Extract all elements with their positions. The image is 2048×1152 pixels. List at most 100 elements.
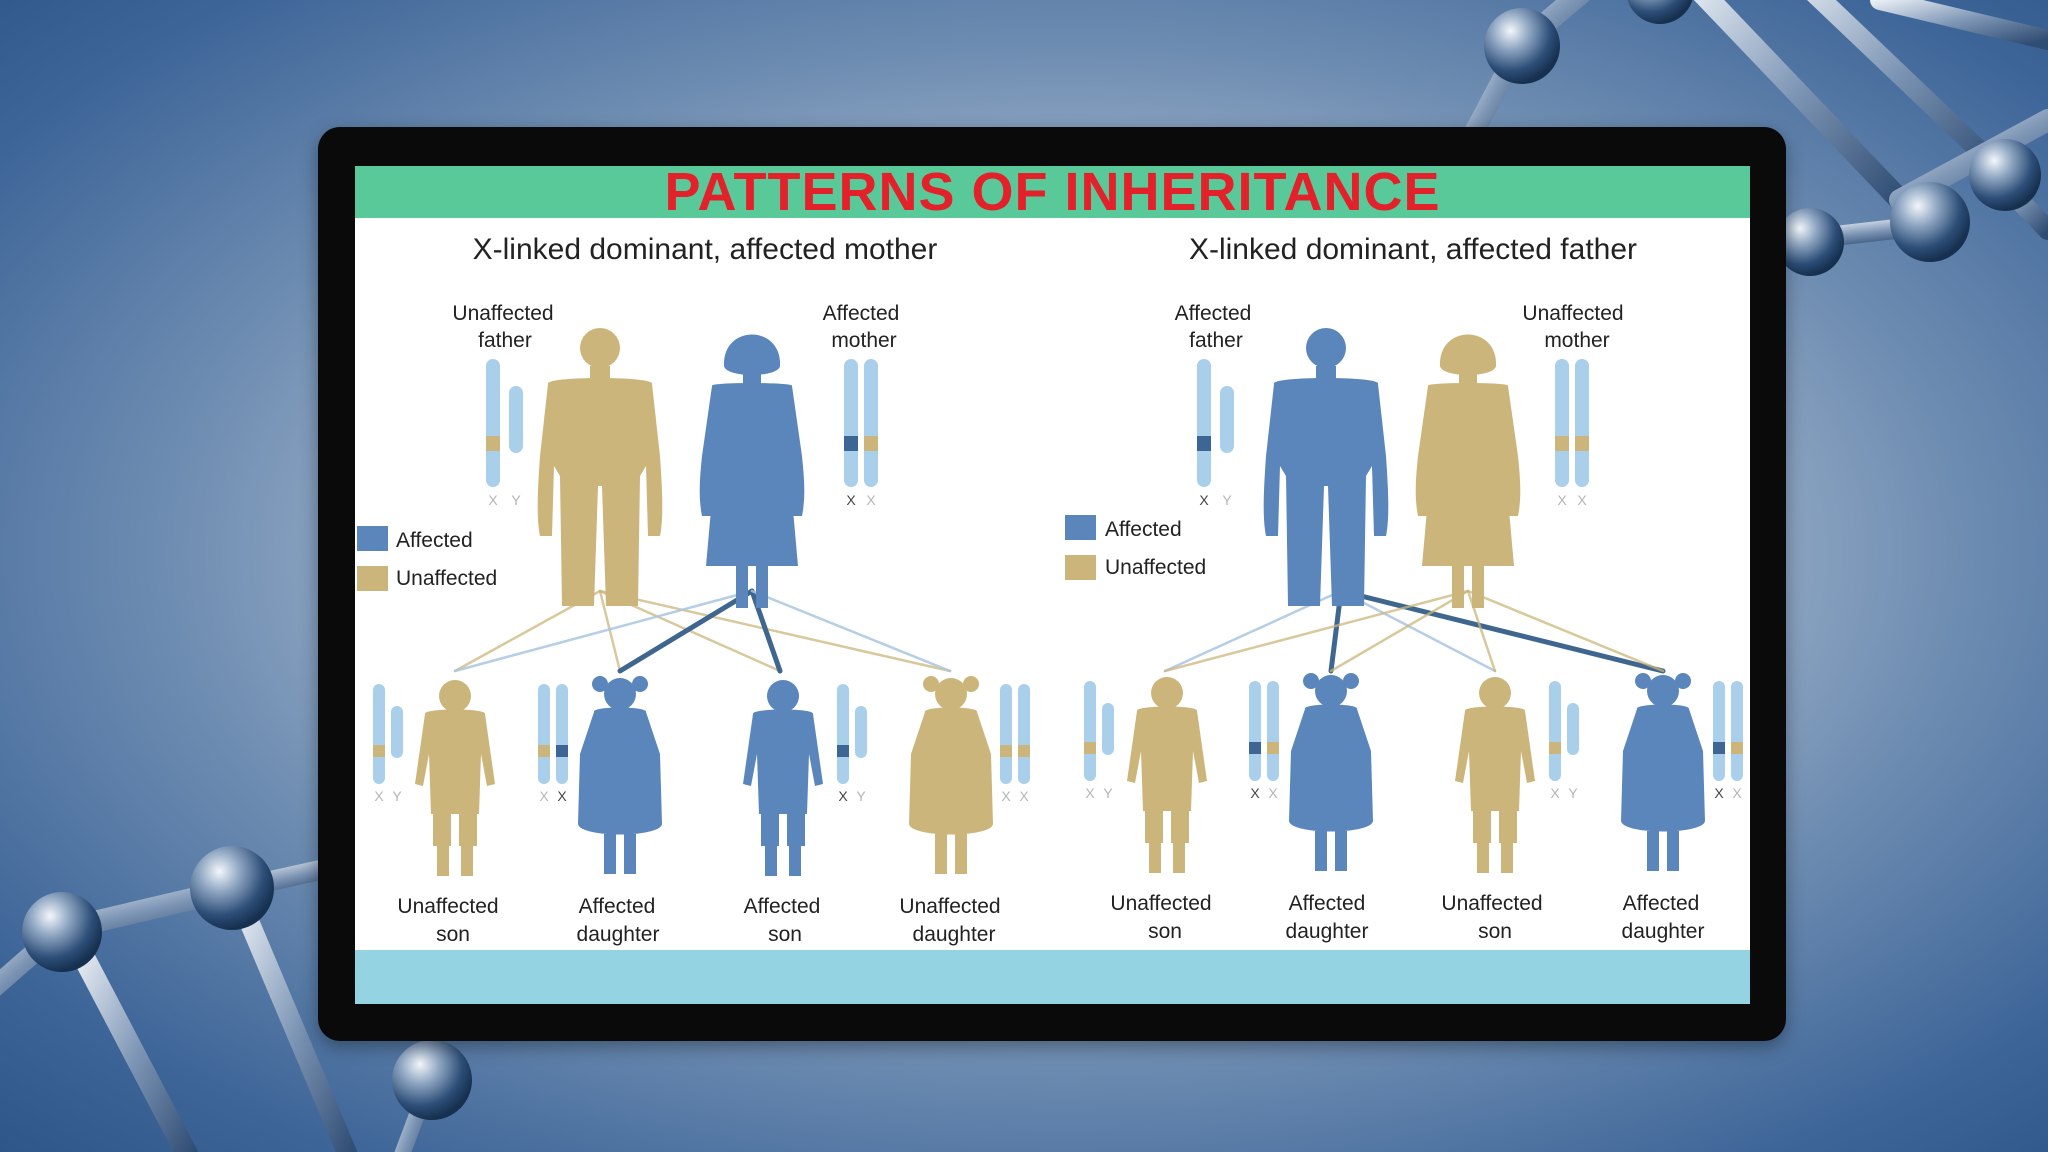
line-mother-child4 xyxy=(750,589,952,673)
line-father-child2 xyxy=(598,589,622,673)
dna-atoms-bottom-left xyxy=(22,846,472,1120)
inheritance-lines xyxy=(453,588,952,674)
chromosome-label: X xyxy=(838,788,848,804)
chromosome-pair: X Y xyxy=(837,684,867,804)
child-affected-daughter: X X Affected daughter xyxy=(1621,673,1743,943)
child-label-line2: daughter xyxy=(577,923,660,946)
chromosome-label: X xyxy=(846,492,856,508)
chromosome-pair: X X xyxy=(1249,681,1279,801)
parent-father: Unaffected father X Y xyxy=(452,302,663,606)
parent-label-line2: mother xyxy=(831,329,896,352)
chromosome-pair: X X xyxy=(1713,681,1743,801)
inheritance-lines xyxy=(1163,588,1666,674)
inheritance-diagram: X-linked dominant, affected mother Affec… xyxy=(357,233,1743,946)
male-child-silhouette xyxy=(1455,677,1535,873)
legend: Affected Unaffected xyxy=(1065,515,1206,580)
line-father-child4 xyxy=(1338,588,1666,674)
child-unaffected-son: X Y Unaffected son xyxy=(1441,677,1579,943)
slide: PATTERNS OF INHERITANCE X-linked dominan… xyxy=(355,166,1750,1004)
panel-affected-father: X-linked dominant, affected father Affec… xyxy=(1065,233,1743,943)
legend-unaffected-swatch xyxy=(1065,555,1096,580)
parent-label-line2: father xyxy=(478,329,532,352)
child-label-line2: son xyxy=(768,923,802,946)
line-mother-child2 xyxy=(1329,589,1470,673)
chromosome-label: X xyxy=(1714,785,1724,801)
line-mother-child2 xyxy=(617,588,755,674)
male-child-silhouette xyxy=(1127,677,1207,873)
chromosome-label: Y xyxy=(1103,785,1113,801)
title-bar: PATTERNS OF INHERITANCE xyxy=(355,166,1750,222)
chromosome-pair: X Y xyxy=(1549,681,1579,801)
parent-label-line1: Unaffected xyxy=(1522,302,1623,325)
panel-heading: X-linked dominant, affected father xyxy=(1189,233,1637,266)
legend-affected-swatch xyxy=(357,526,388,551)
chromosome-label: X xyxy=(374,788,384,804)
chromosome-label: X xyxy=(866,492,876,508)
legend: Affected Unaffected xyxy=(357,526,497,591)
child-label-line1: Affected xyxy=(1289,892,1366,915)
child-unaffected-son: X Y Unaffected son xyxy=(1084,677,1212,943)
female-adult-silhouette xyxy=(699,334,805,608)
chromosome-label: X xyxy=(1019,788,1029,804)
parent-father: Affected father X Y xyxy=(1175,302,1389,606)
child-label-line1: Unaffected xyxy=(397,895,498,918)
panel-affected-mother: X-linked dominant, affected mother Affec… xyxy=(357,233,1030,946)
slide-title: PATTERNS OF INHERITANCE xyxy=(664,166,1441,222)
male-adult-silhouette xyxy=(537,328,663,606)
chromosome-label: Y xyxy=(1568,785,1578,801)
child-label-line2: daughter xyxy=(1622,920,1705,943)
female-child-silhouette xyxy=(578,676,662,874)
line-mother-child1 xyxy=(1163,589,1470,673)
male-child-silhouette xyxy=(415,680,495,876)
legend-unaffected-label: Unaffected xyxy=(396,567,497,590)
child-affected-daughter: X X Affected daughter xyxy=(1249,673,1373,943)
legend-unaffected-swatch xyxy=(357,566,388,591)
chromosome-pair: X Y xyxy=(1197,359,1234,508)
child-label-line1: Unaffected xyxy=(899,895,1000,918)
female-child-silhouette xyxy=(1289,673,1373,871)
child-label-line2: daughter xyxy=(913,923,996,946)
parent-label-line1: Affected xyxy=(1175,302,1252,325)
child-affected-daughter: X X Affected daughter xyxy=(538,676,662,946)
parent-label-line1: Affected xyxy=(823,302,900,325)
male-adult-silhouette xyxy=(1263,328,1389,606)
chromosome-label: X xyxy=(557,788,567,804)
child-label-line2: son xyxy=(1148,920,1182,943)
chromosome-label: Y xyxy=(511,492,521,508)
child-unaffected-son: X Y Unaffected son xyxy=(373,680,499,946)
chromosome-label: X xyxy=(1268,785,1278,801)
child-label-line1: Affected xyxy=(1623,892,1700,915)
child-label-line1: Affected xyxy=(744,895,821,918)
parent-mother: Unaffected mother X X xyxy=(1415,302,1624,608)
child-affected-son: X Y Affected son xyxy=(743,680,867,946)
dna-atoms-top-right xyxy=(1484,0,2041,276)
chromosome-pair: X X xyxy=(538,684,568,804)
child-label-line2: daughter xyxy=(1286,920,1369,943)
child-label-line2: son xyxy=(1478,920,1512,943)
chromosome-pair: X X xyxy=(844,359,878,508)
legend-affected-label: Affected xyxy=(396,529,473,552)
chromosome-label: Y xyxy=(856,788,866,804)
chromosome-label: X xyxy=(1085,785,1095,801)
chromosome-label: X xyxy=(1001,788,1011,804)
legend-affected-label: Affected xyxy=(1105,518,1182,541)
parent-label-line2: father xyxy=(1189,329,1243,352)
panel-heading: X-linked dominant, affected mother xyxy=(473,233,938,266)
chromosome-label: X xyxy=(1550,785,1560,801)
chromosome-label: X xyxy=(1557,492,1567,508)
chromosome-pair: X Y xyxy=(486,359,523,508)
chromosome-label: Y xyxy=(392,788,402,804)
line-mother-child4 xyxy=(1466,589,1665,673)
line-father-child4 xyxy=(598,589,952,673)
chromosome-label: X xyxy=(1577,492,1587,508)
legend-affected-swatch xyxy=(1065,515,1096,540)
chromosome-label: X xyxy=(1732,785,1742,801)
child-label-line1: Affected xyxy=(579,895,656,918)
parent-mother: Affected mother X X xyxy=(699,302,900,608)
chromosome-pair: X X xyxy=(1555,359,1589,508)
female-adult-silhouette xyxy=(1415,334,1521,608)
chromosome-label: X xyxy=(1199,492,1209,508)
chromosome-label: X xyxy=(1250,785,1260,801)
child-label-line1: Unaffected xyxy=(1441,892,1542,915)
